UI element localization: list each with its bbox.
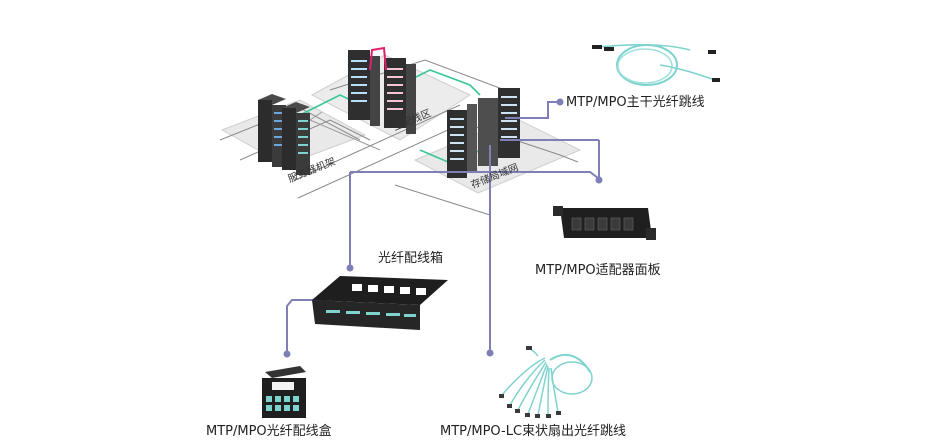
fiber-lead [597,43,691,51]
callout-dots [283,98,603,358]
fanout-strand [527,363,548,415]
green-link [409,69,481,96]
mpo-connector [592,45,602,49]
fanout-strand [550,367,559,413]
fanout-strand [501,357,546,396]
enclosure-ports [326,310,416,317]
trunk-cable-image [592,43,720,86]
label-adapter-panel: MTP/MPO适配器面板 [535,263,661,278]
panel-flange [553,206,563,216]
fanout-strand [509,359,546,406]
cassette-ports [266,396,299,411]
callout-dot [595,176,603,184]
callout-line-cassette [286,299,330,352]
tray-outline [294,104,461,181]
callout-dot [283,350,291,358]
rack-leds [298,120,308,154]
fanout-strand [537,365,549,416]
rack-leds [351,60,367,102]
fiber-coil [617,48,673,84]
fiber-lead [659,64,716,81]
storage-rack-face [467,104,477,172]
label-fiber-enclosure: 光纤配线箱 [378,251,444,266]
enclosure-modules [352,284,426,295]
storage-rack [498,88,520,158]
main-rack-face [370,56,380,126]
main-rack-group [348,46,416,134]
server-rack-group [258,94,310,175]
rack-leds [387,68,403,110]
server-rack [258,100,272,162]
fanout-strand [547,367,550,416]
main-rack-face [406,64,416,134]
panel-flange [646,228,656,240]
cassette-image [262,366,306,418]
callout-line-trunk [505,101,560,119]
label-fanout-cable: MTP/MPO-LC束状扇出光纤跳线 [440,424,627,439]
adapter-panel-image [553,206,656,240]
enclosure-top [312,276,448,305]
storage-rack [478,98,498,166]
tray-outline [297,119,471,199]
rack-leds [450,118,464,160]
panel-ports [571,217,634,231]
rack-leds [274,112,284,146]
fiber-coil [616,44,678,86]
mpo-connector [712,78,720,82]
label-trunk-cable: MTP/MPO主干光纤跳线 [566,95,705,110]
callout-dot [346,264,354,272]
mpo-connector [708,50,716,54]
label-cassette: MTP/MPO光纤配线盒 [206,424,332,439]
callout-lines [286,101,600,352]
magenta-link [369,46,387,71]
fanout-strand [517,361,547,411]
fanout-connectors [499,346,561,418]
rack-leds [501,96,517,138]
server-rack [282,108,296,170]
cassette-label [272,382,294,390]
callout-line-adapter [350,171,599,179]
mpo-connector [604,47,614,51]
fiber-enclosure-image [312,276,448,330]
callout-dot [556,98,564,106]
callout-dot [486,349,494,357]
cassette-top [265,366,306,378]
fanout-cable-image [501,347,593,416]
tray-outline [394,184,491,216]
fanout-trunk [549,353,591,373]
